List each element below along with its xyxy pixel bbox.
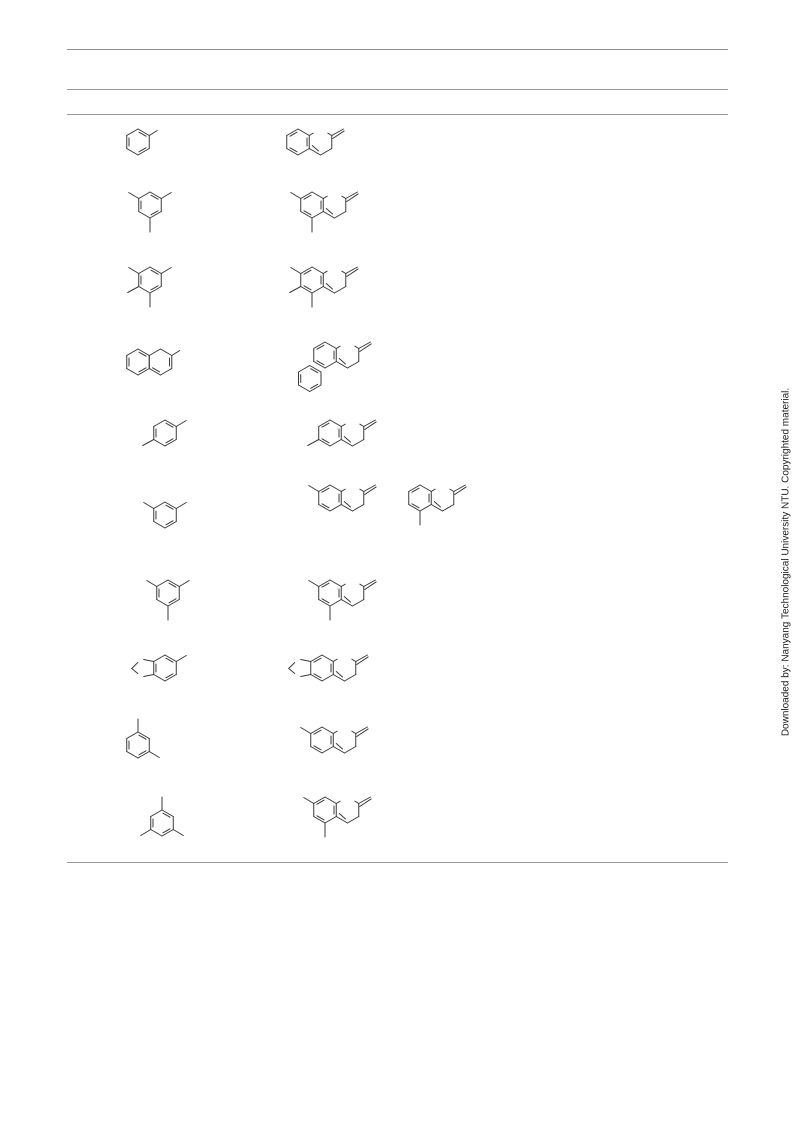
- substrate-7: [146, 579, 190, 621]
- product-6b: [408, 484, 467, 526]
- product-1: [286, 128, 345, 156]
- substrate-8: [131, 654, 187, 682]
- substrate-2: [128, 191, 172, 233]
- substrate-9: [126, 718, 160, 759]
- substrate-3: [127, 266, 172, 308]
- substrate-1: [126, 128, 158, 156]
- product-3: [289, 266, 359, 308]
- product-2: [290, 191, 359, 233]
- table-header-bottom-rule: [67, 114, 728, 115]
- substrate-6: [143, 501, 187, 529]
- substrate-5: [142, 419, 187, 447]
- product-10: [303, 796, 372, 838]
- product-4: [297, 341, 372, 392]
- product-9: [300, 726, 369, 754]
- product-7: [308, 579, 377, 621]
- download-watermark: Downloaded by: Nanyang Technological Uni…: [780, 387, 792, 737]
- table-bottom-rule: [67, 862, 728, 863]
- table-header-rule: [67, 89, 728, 90]
- product-5: [307, 419, 377, 447]
- substrate-4: [126, 348, 181, 376]
- table-top-rule: [67, 49, 728, 50]
- substrate-10: [140, 796, 184, 837]
- product-6a: [308, 484, 377, 512]
- product-8: [288, 654, 369, 682]
